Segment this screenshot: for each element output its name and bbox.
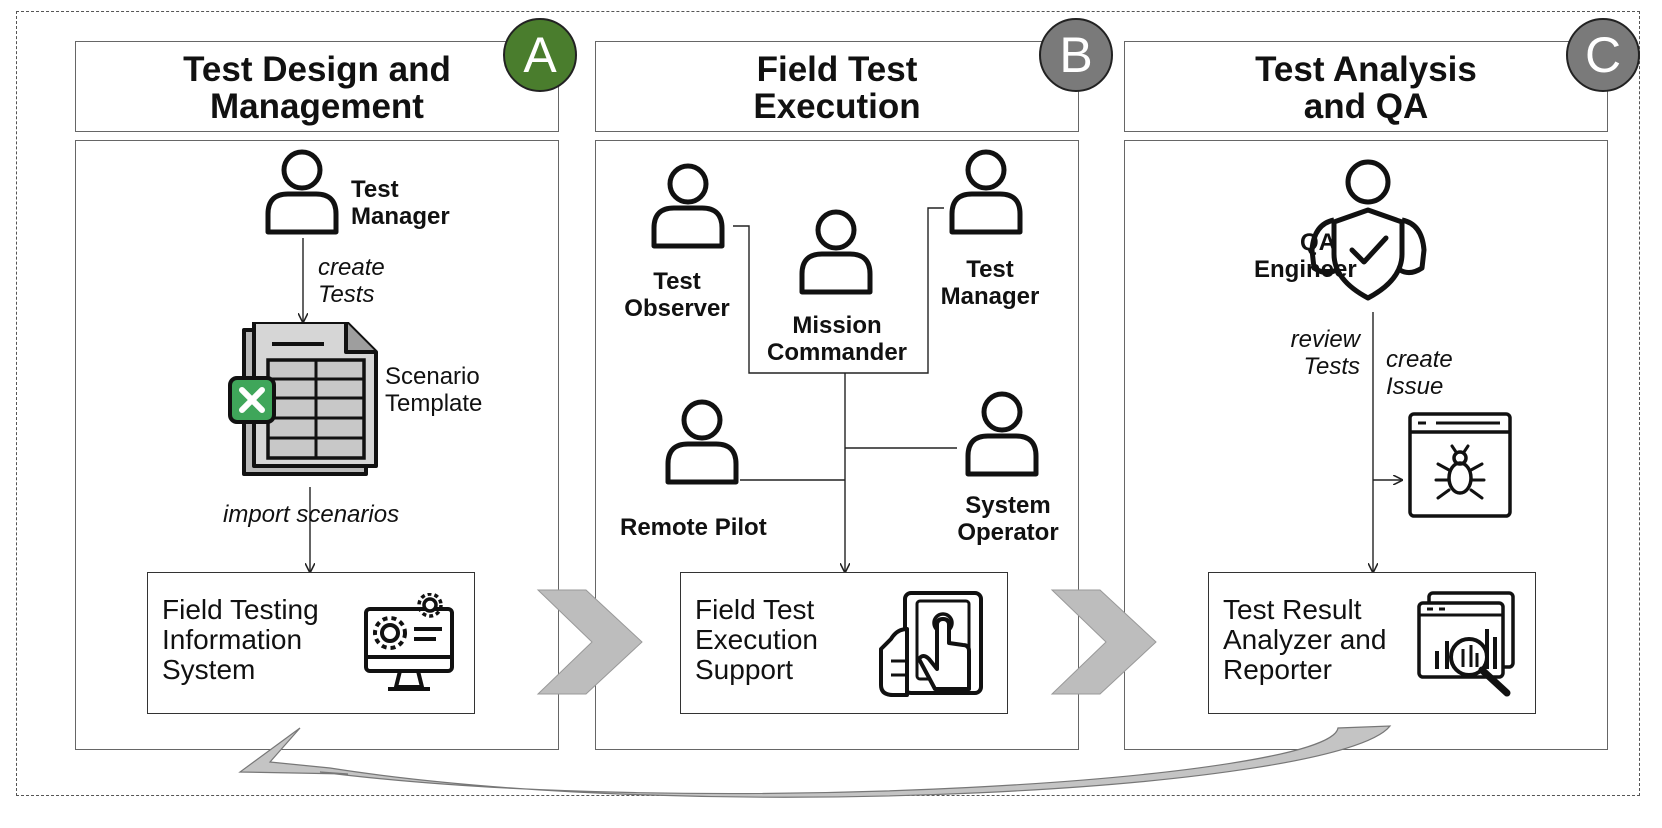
phase-b-badge: B: [1039, 18, 1113, 92]
phase-a-header: Test Design and Management: [75, 41, 559, 132]
test-result-analyzer-box: Test Result Analyzer and Reporter: [1208, 572, 1536, 714]
person-icon: [651, 163, 725, 249]
person-icon: [799, 209, 873, 295]
tablet-touch-icon: [879, 591, 983, 697]
create-issue-label: create Issue: [1386, 346, 1453, 400]
fti-system-label: Field Testing Information System: [162, 594, 319, 685]
field-test-execution-support-box: Field Test Execution Support: [680, 572, 1008, 714]
bug-window-icon: [1408, 412, 1512, 518]
phase-c-title: Test Analysis and QA: [1255, 49, 1477, 126]
field-testing-information-system-box: Field Testing Information System: [147, 572, 475, 714]
qa-shield-icon: [1309, 159, 1427, 301]
import-scenarios-label: import scenarios: [223, 501, 400, 528]
phase-c-badge: C: [1566, 18, 1640, 92]
test-observer-label: Test Observer: [624, 268, 730, 322]
phase-b-title: Field Test Execution: [753, 49, 921, 126]
test-manager-label-a: Test Manager: [351, 176, 450, 230]
test-manager-label-b: Test Manager: [940, 256, 1040, 310]
system-operator-label: System Operator: [957, 492, 1059, 546]
phase-c-header: Test Analysis and QA: [1124, 41, 1608, 132]
person-icon: [265, 149, 339, 235]
mission-commander-label: Mission Commander: [766, 312, 908, 366]
review-tests-label: review Tests: [1290, 326, 1360, 380]
data-analysis-icon: [1417, 591, 1515, 697]
person-icon: [949, 149, 1023, 235]
qa-engineer-label: QA Engineer: [1254, 229, 1357, 283]
remote-pilot-label: Remote Pilot: [620, 514, 767, 541]
computer-gear-icon: [364, 593, 454, 691]
person-icon: [665, 399, 739, 485]
analyzer-label: Test Result Analyzer and Reporter: [1223, 594, 1387, 685]
phase-a-title: Test Design and Management: [183, 49, 451, 126]
qa-engineer-label-top: QA Engineer: [1254, 202, 1357, 283]
execution-support-label: Field Test Execution Support: [695, 594, 818, 685]
create-tests-label: create Tests: [318, 254, 385, 308]
person-icon: [965, 391, 1039, 477]
scenario-template-label: Scenario Template: [385, 363, 483, 417]
phase-b-header: Field Test Execution: [595, 41, 1079, 132]
phase-a-badge: A: [503, 18, 577, 92]
spreadsheet-icon: [228, 322, 378, 476]
